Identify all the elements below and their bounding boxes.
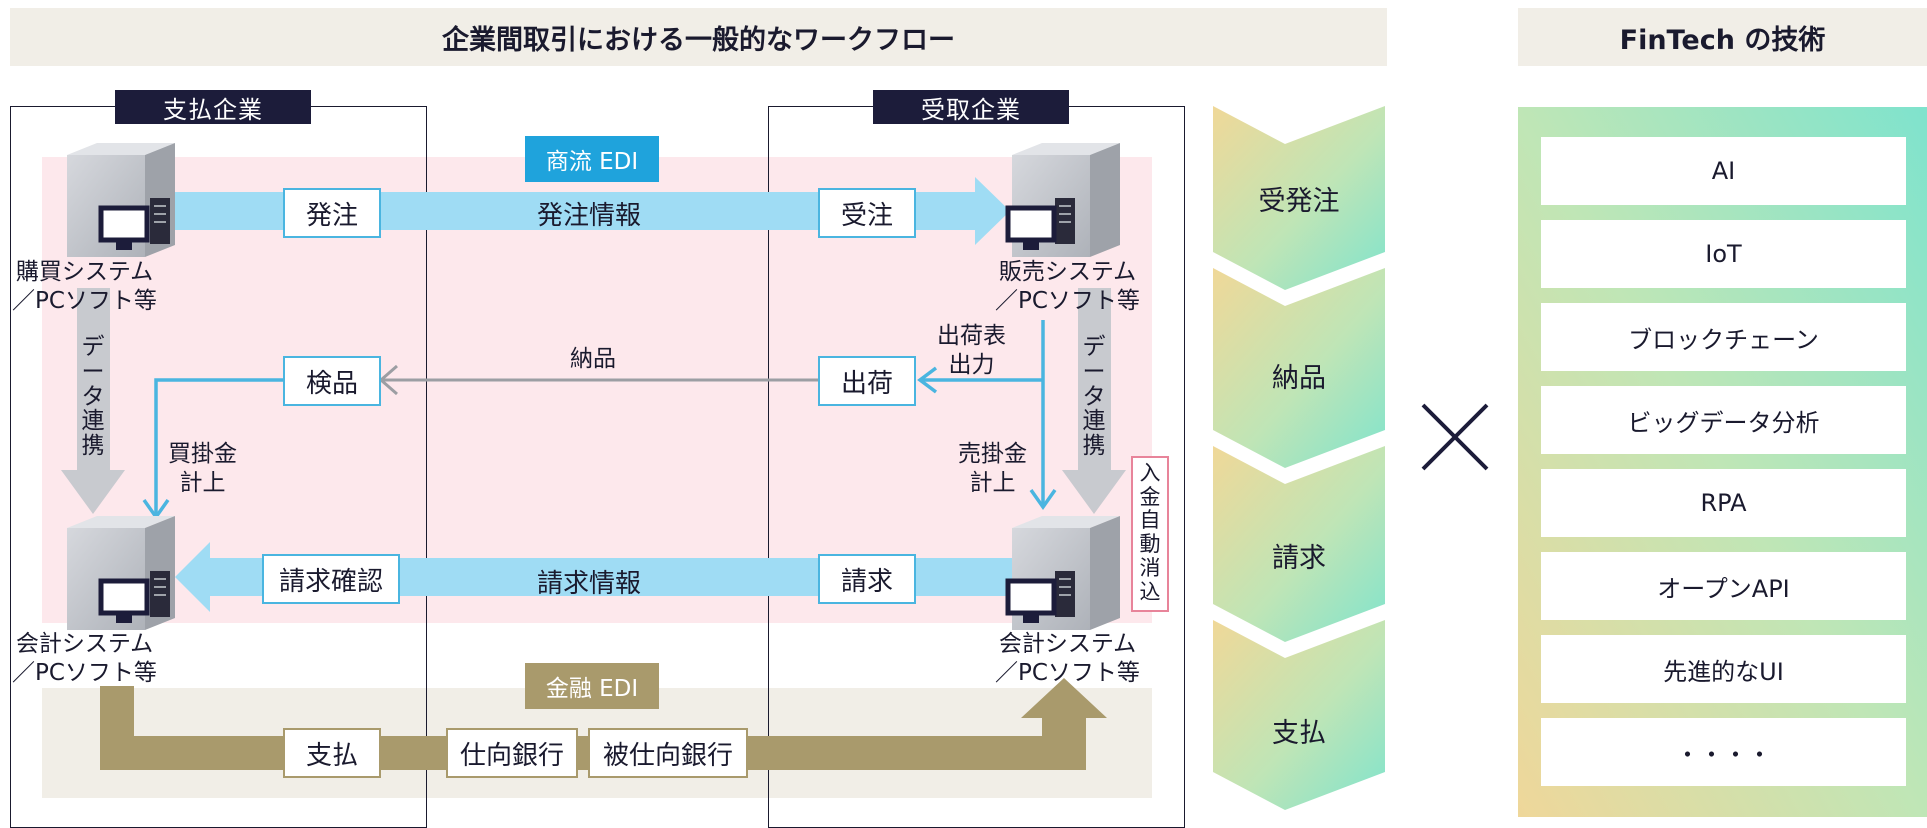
receiver-accounting-system-label: 会計システム／PCソフト等: [995, 631, 1140, 686]
invoice-box: 請求: [818, 554, 916, 604]
stage-chevron-1: [1213, 106, 1385, 290]
order-box: 発注: [283, 188, 381, 238]
sender-bank-box: 仕向銀行: [446, 728, 578, 778]
receivable-note: 売掛金計上: [958, 441, 1027, 496]
stage-order-label: 受発注: [1258, 185, 1340, 217]
receive-order-box: 受注: [818, 188, 916, 238]
receivable-arrowhead: [1029, 488, 1057, 511]
payment-box: 支払: [283, 728, 381, 778]
fintech-title: FinTech の技術: [1518, 8, 1927, 66]
auto-clearing-box: 入金自動消込: [1131, 456, 1169, 612]
payer-data-link-arrow: [61, 288, 125, 514]
stage-payment-label: 支払: [1272, 717, 1326, 749]
payer-server-top-icon: [67, 143, 175, 257]
tech-item-ai: AI: [1541, 137, 1906, 205]
shipping-box: 出荷: [818, 356, 916, 406]
tech-item-ellipsis: ・・・・: [1541, 718, 1906, 786]
financial-edi-tag: 金融 EDI: [525, 663, 659, 709]
receiver-company-label: 受取企業: [873, 90, 1069, 124]
payer-server-bottom-icon: [67, 516, 175, 630]
fintech-panel: [1518, 107, 1927, 817]
stage-chevron-2: [1213, 268, 1385, 468]
tech-item-rpa: RPA: [1541, 469, 1906, 537]
commercial-edi-tag: 商流 EDI: [525, 136, 659, 182]
order-info-label: 発注情報: [537, 201, 642, 231]
tech-item-open-api: オープンAPI: [1541, 552, 1906, 620]
ship-arrowhead: [917, 366, 938, 394]
payer-purchase-system-label: 購買システム／PCソフト等: [12, 259, 157, 314]
receiver-server-top-icon: [1005, 143, 1120, 257]
payer-accounting-system-label: 会計システム／PCソフト等: [12, 631, 157, 686]
stage-delivery-label: 納品: [1272, 362, 1326, 394]
stage-chevron-3: [1213, 446, 1385, 642]
payer-data-link-label: データ連携: [81, 334, 105, 460]
receiver-data-link-arrow: [1062, 288, 1126, 514]
ship-note: 出荷表出力: [937, 323, 1006, 378]
tech-item-blockchain: ブロックチェーン: [1541, 303, 1906, 371]
invoice-check-box: 請求確認: [262, 554, 400, 604]
payable-line: [154, 378, 283, 516]
invoice-info-label: 請求情報: [537, 569, 642, 599]
delivery-arrowhead: [378, 364, 398, 396]
tech-item-iot: IoT: [1541, 220, 1906, 288]
workflow-title: 企業間取引における一般的なワークフロー: [10, 8, 1387, 66]
receiver-server-bottom-icon: [1005, 516, 1120, 630]
receiver-sales-system-label: 販売システム／PCソフト等: [995, 259, 1140, 314]
receiver-data-link-label: データ連携: [1082, 334, 1106, 460]
stage-chevron-4: [1213, 620, 1385, 810]
stage-invoice-label: 請求: [1272, 542, 1326, 574]
receiver-bank-box: 被仕向銀行: [588, 728, 748, 778]
commercial-edi-band: [42, 157, 1152, 623]
inspection-box: 検品: [283, 356, 381, 406]
payable-note: 買掛金計上: [168, 441, 237, 496]
delivery-label: 納品: [570, 346, 616, 372]
tech-item-big-data: ビッグデータ分析: [1541, 386, 1906, 454]
payer-company-label: 支払企業: [115, 90, 311, 124]
cross-icon-stroke-2: [1421, 403, 1489, 471]
tech-item-advanced-ui: 先進的なUI: [1541, 635, 1906, 703]
